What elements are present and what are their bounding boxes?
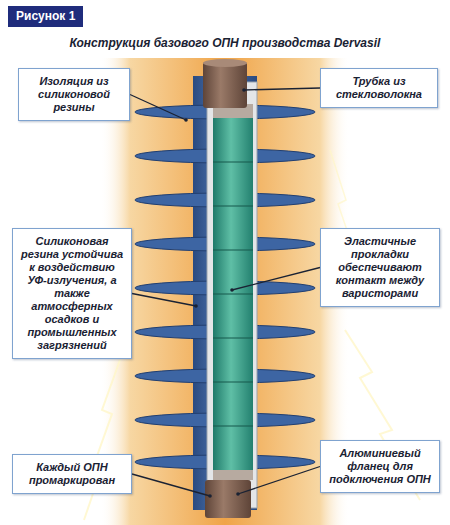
top-terminal [203,62,247,108]
leader-dot [184,118,188,122]
fiberglass-tube [207,82,257,508]
leader-line [132,474,210,496]
callout-box: Алюминиевый фланец для подключения ОПН [320,440,440,493]
leader-dot [194,304,198,308]
varistor-joints [213,162,253,426]
figure-label-box: Рисунок 1 [8,6,83,27]
callout-box: Каждый ОПН промаркирован [12,454,132,494]
figure-title: Конструкция базового ОПН производства De… [0,36,450,51]
figure-number: Рисунок 1 [16,9,75,24]
callout-box: Силиконовая резина устойчива к воздейств… [12,228,132,359]
callout-box: Трубка из стекловолокна [320,68,438,108]
varistor-column [213,118,253,470]
leader-line [132,294,196,307]
background-glow [100,58,350,525]
leader-dot [242,88,246,92]
leader-line [244,88,320,90]
lightning [84,360,120,520]
callout-text: Алюминиевый фланец для подключения ОПН [327,447,433,486]
callout-text: Силиконовая резина устойчива к воздейств… [19,235,125,352]
top-terminal-cap [203,59,247,67]
leader-line [238,467,320,495]
callout-box: Эластичные прокладки обеспечивают контак… [320,228,440,307]
leader-dot [208,494,212,498]
callout-box: Изоляция из силиконовой резины [18,68,130,121]
leader-line [232,268,320,291]
sheds [135,105,315,469]
callout-text: Трубка из стекловолокна [327,75,431,101]
leader-line [130,95,186,121]
leader-dot [230,288,234,292]
spacer [213,470,253,480]
callout-text: Изоляция из силиконовой резины [25,75,123,114]
leader-dot [236,492,240,496]
aluminium-flange [205,480,251,518]
callout-text: Эластичные прокладки обеспечивают контак… [327,235,433,300]
callout-text: Каждый ОПН промаркирован [19,461,125,487]
